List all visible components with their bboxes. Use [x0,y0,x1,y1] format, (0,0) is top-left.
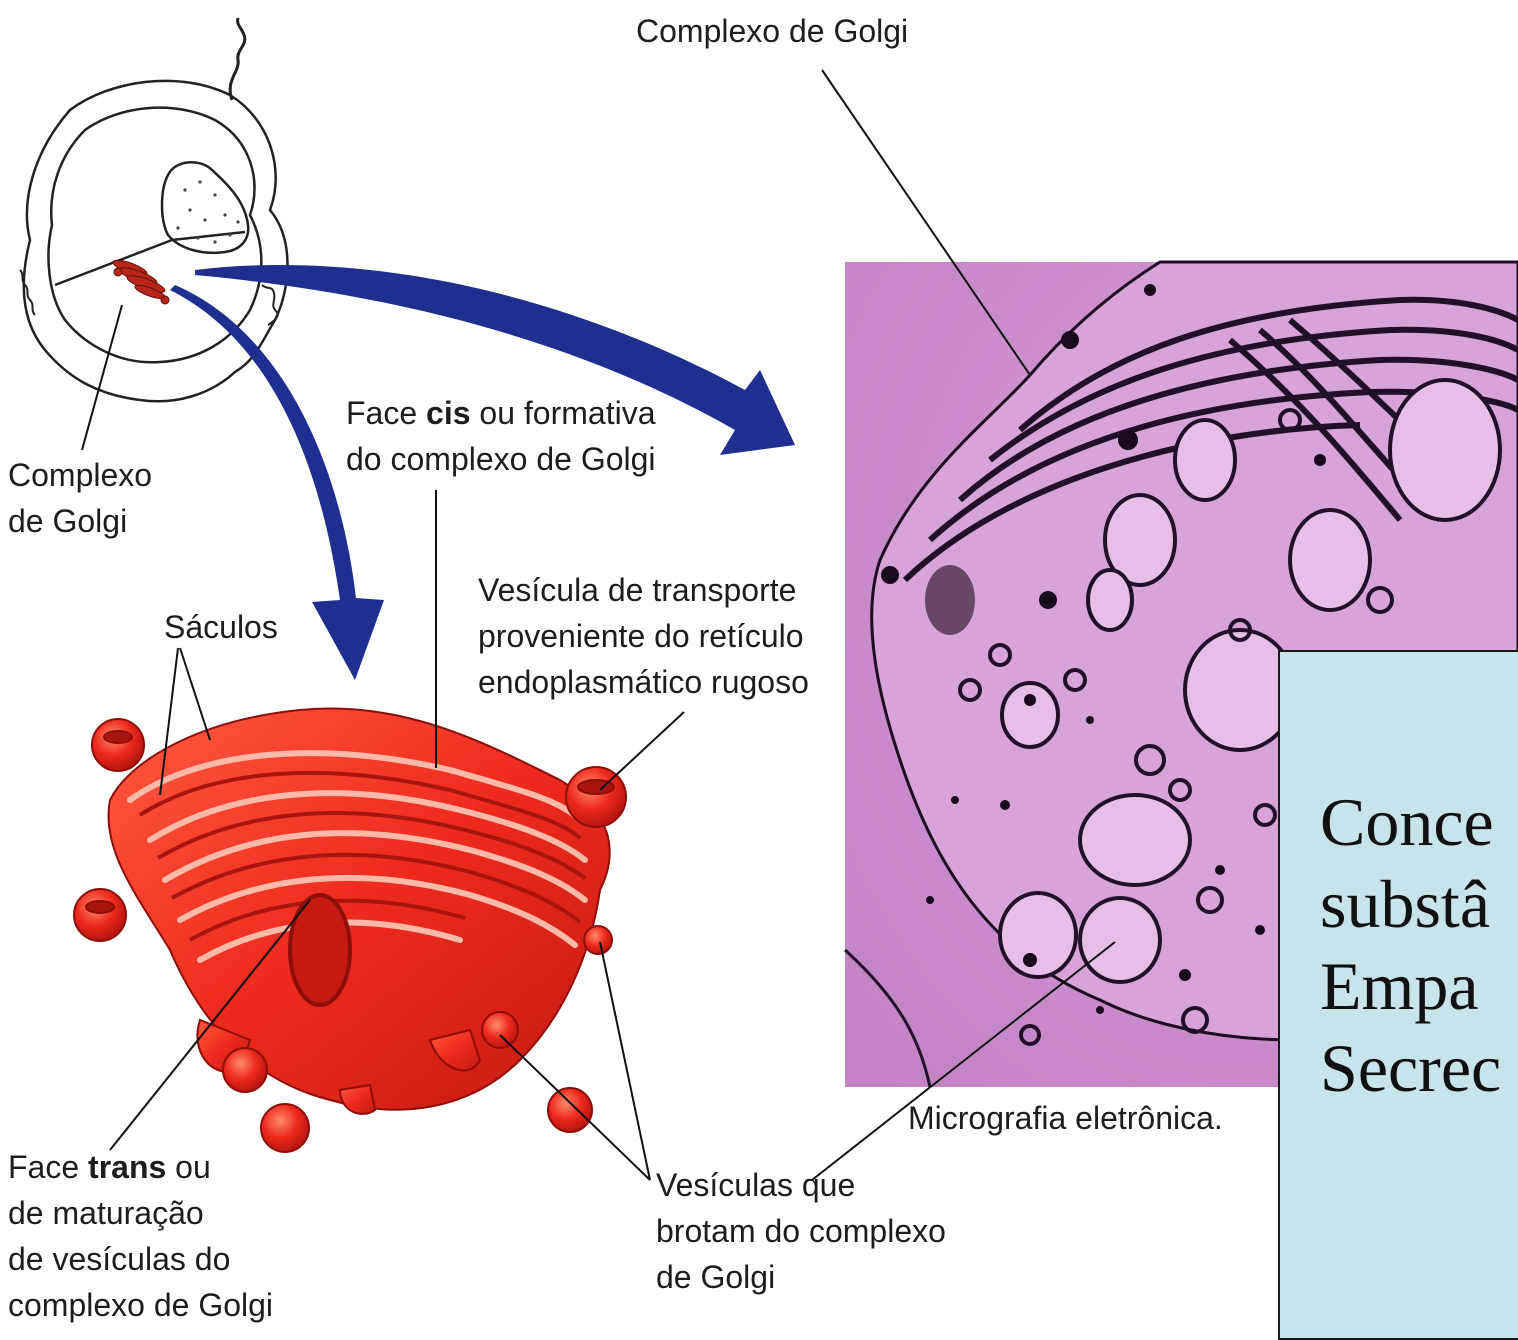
cell-golgi-miniature [111,257,169,304]
label-budding-vesicles: Vesículas que brotam do complexo de Golg… [656,1162,946,1300]
label-cis-bold: cis [426,395,470,431]
info-box-line1: Conce [1320,782,1494,862]
label-saculos: Sáculos [164,604,278,650]
label-trans-face-line4: complexo de Golgi [8,1282,273,1328]
golgi-3d [108,708,609,1113]
label-buds-line1: Vesículas que [656,1162,946,1208]
label-buds-line3: de Golgi [656,1254,946,1300]
label-transport-vesicle: Vesícula de transporte proveniente do re… [478,567,809,705]
label-trans-bold: trans [88,1149,166,1185]
label-trans-face: Face trans ou de maturação de vesículas … [8,1144,273,1328]
info-box: Conce substâ Empa Secrec [1278,650,1518,1340]
label-cis-face-line1: Face cis ou formativa [346,390,656,436]
label-transport-line1: Vesícula de transporte [478,567,809,613]
micrograph-caption: Micrografia eletrônica. [908,1095,1223,1141]
label-transport-line3: endoplasmático rugoso [478,659,809,705]
label-top-golgi: Complexo de Golgi [636,8,908,54]
info-box-line4: Secrec [1320,1028,1501,1108]
label-cis-face: Face cis ou formativa do complexo de Gol… [346,390,656,482]
info-box-line2: substâ [1320,864,1490,944]
label-cis-post: ou formativa [471,395,656,431]
label-cell-golgi: Complexo de Golgi [8,452,152,544]
cell-flagellum [230,18,245,100]
info-box-line3: Empa [1320,946,1479,1026]
label-trans-pre: Face [8,1149,88,1185]
label-trans-face-line1: Face trans ou [8,1144,273,1190]
label-cis-pre: Face [346,395,426,431]
label-buds-line2: brotam do complexo [656,1208,946,1254]
label-transport-line2: proveniente do retículo [478,613,809,659]
label-trans-face-line2: de maturação [8,1190,273,1236]
label-cell-golgi-line1: Complexo [8,452,152,498]
label-cis-face-line2: do complexo de Golgi [346,436,656,482]
label-trans-face-line3: de vesículas do [8,1236,273,1282]
label-trans-post: ou [166,1149,210,1185]
label-cell-golgi-line2: de Golgi [8,498,152,544]
